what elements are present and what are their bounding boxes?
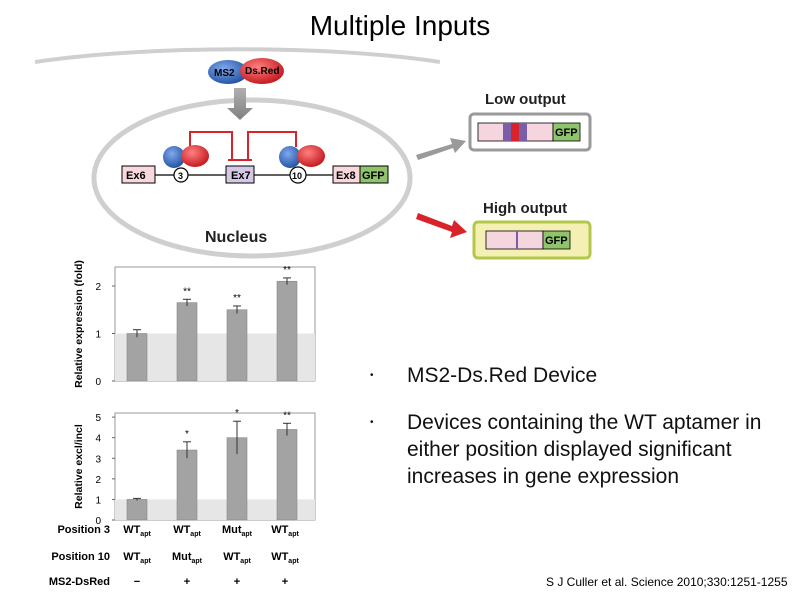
baseline-band [115, 499, 315, 520]
table-row-label: Position 3 [57, 524, 110, 536]
bullet-item: • Devices containing the WT aptamer in e… [370, 411, 762, 488]
bar [276, 429, 298, 521]
bar [176, 302, 198, 382]
aptamer-pos10 [289, 166, 307, 184]
table-cell: WTapt [271, 524, 299, 539]
ms2-label: MS2 [214, 68, 235, 79]
y-tick-label: 3 [95, 454, 101, 465]
bullet-dot: • [370, 370, 374, 381]
aptamer-pos3 [173, 167, 189, 183]
bar [126, 499, 148, 521]
svg-text:10: 10 [292, 171, 302, 181]
y-tick-label: 1 [95, 495, 101, 506]
nucleus-label: Nucleus [205, 229, 267, 246]
significance-label: ** [283, 265, 291, 276]
significance-label: ** [233, 293, 241, 304]
table-cell: WTapt [223, 551, 251, 566]
import-arrow [227, 88, 253, 120]
table-cell: WTapt [173, 524, 201, 539]
y-tick-label: 0 [95, 516, 101, 527]
y-tick-label: 0 [95, 377, 101, 388]
table-cell: WTapt [271, 551, 299, 566]
bar [176, 449, 198, 521]
table-row-label: Position 10 [51, 551, 110, 563]
svg-text:Ex6: Ex6 [126, 170, 146, 182]
bullet-dot: • [370, 417, 374, 428]
significance-label: ** [183, 286, 191, 297]
svg-text:Ex8: Ex8 [336, 170, 356, 182]
mechanism-diagram: Nucleus MS2 Ds.Red Ex6 3 Ex7 10 Ex8 GFP … [34, 47, 592, 260]
table-row-label: MS2-DsRed [48, 576, 110, 588]
ms2-protein [208, 60, 248, 84]
chart-expression: 0 1 2 Relative expression (fold) ** ** ** [73, 260, 316, 388]
table-cell: − [133, 576, 141, 588]
high-output-arrow [416, 213, 467, 238]
low-output-label: Low output [485, 91, 566, 108]
high-output-label: High output [483, 200, 567, 217]
table-cell: + [183, 576, 191, 588]
bar [126, 333, 148, 382]
significance-label: ** [283, 410, 291, 421]
y-tick-label: 4 [95, 434, 101, 445]
y-tick-label: 1 [95, 330, 101, 341]
svg-text:3: 3 [178, 171, 183, 181]
svg-text:GFP: GFP [362, 170, 385, 182]
gfp-box [359, 165, 389, 184]
low-output-arrow [416, 138, 466, 160]
bullet-item: • MS2-Ds.Red Device [370, 364, 598, 387]
table-cell: Mutapt [221, 524, 253, 539]
ex6-box [121, 165, 156, 184]
citation: S J Culler et al. Science 2010;330:1251-… [546, 575, 788, 589]
table-cell: Mutapt [171, 551, 203, 566]
bullet-list: • MS2-Ds.Red Device • Devices containing… [370, 362, 770, 510]
svg-text:GFP: GFP [545, 235, 568, 247]
table-cell: WTapt [123, 551, 151, 566]
y-tick-label: 2 [95, 282, 101, 293]
y-axis-label: Relative expression (fold) [73, 260, 85, 388]
significance-label: * [185, 429, 189, 440]
ex7-box [225, 165, 255, 184]
table-cell: + [281, 576, 289, 588]
slide-title: Multiple Inputs [309, 10, 491, 41]
bar [226, 309, 248, 382]
membrane-arc [34, 47, 441, 64]
table-cell: WTapt [123, 524, 151, 539]
dsred-label: Ds.Red [245, 66, 279, 77]
y-axis-label: Relative excl/incl [73, 424, 85, 509]
significance-label: * [235, 408, 239, 419]
table-cell: + [233, 576, 241, 588]
bar [276, 280, 298, 382]
svg-text:GFP: GFP [555, 127, 578, 139]
y-tick-label: 5 [95, 413, 101, 424]
y-tick-label: 2 [95, 475, 101, 486]
svg-text:Ex7: Ex7 [231, 170, 251, 182]
dsred-protein [240, 58, 284, 84]
